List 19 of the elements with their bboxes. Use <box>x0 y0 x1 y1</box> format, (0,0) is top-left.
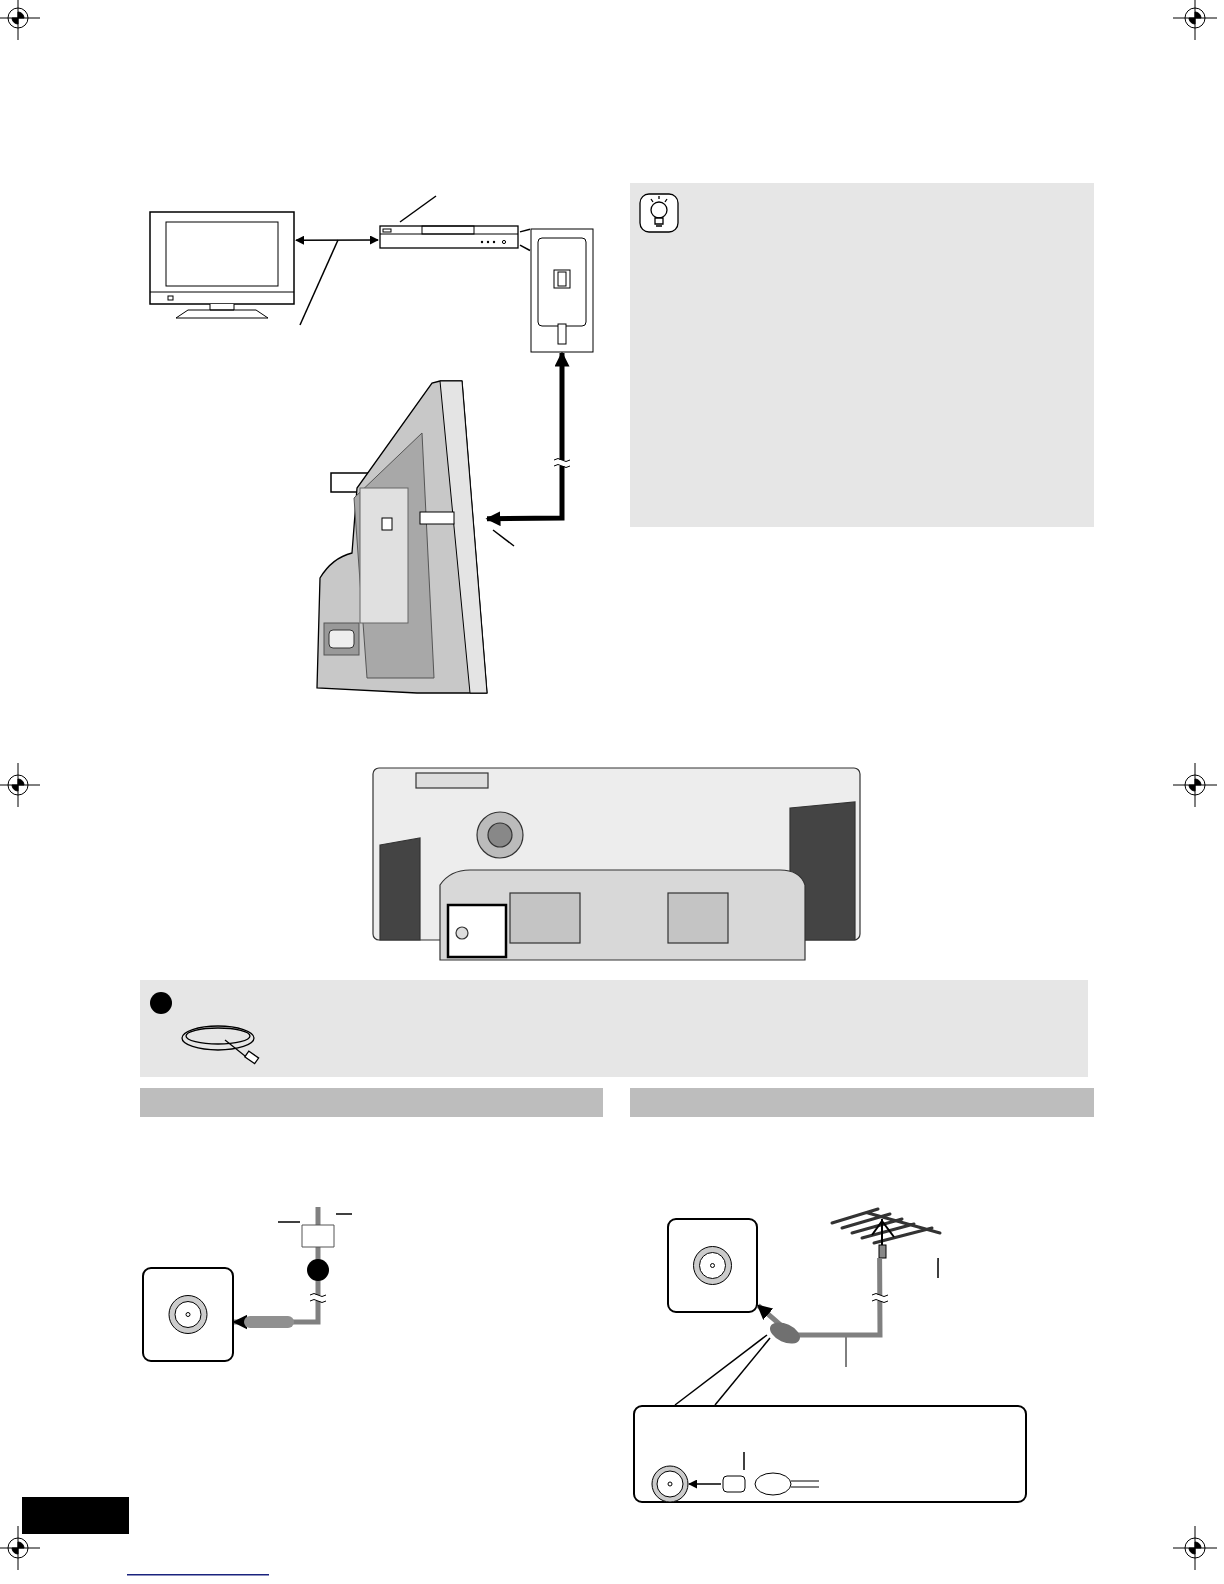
leader-line <box>335 1213 353 1215</box>
arrow <box>485 351 570 527</box>
arrow <box>688 1479 722 1489</box>
connector-line <box>519 228 531 233</box>
leader-line <box>399 195 437 223</box>
recorder-drawing <box>378 222 520 252</box>
leader-line <box>277 1221 301 1223</box>
jack-inset <box>530 228 594 353</box>
leader-line <box>743 1451 745 1471</box>
tv-drawing <box>148 210 296 322</box>
antenna-jack-panel <box>142 1267 234 1362</box>
antenna-jack-panel <box>667 1218 758 1313</box>
inset-panel <box>633 1405 1027 1503</box>
plug-drawing <box>721 1470 821 1498</box>
arrow <box>295 235 379 245</box>
connector-line <box>519 244 531 252</box>
leader-line <box>937 1257 939 1279</box>
antenna-jack <box>651 1465 689 1503</box>
arrow <box>756 1258 883 1338</box>
